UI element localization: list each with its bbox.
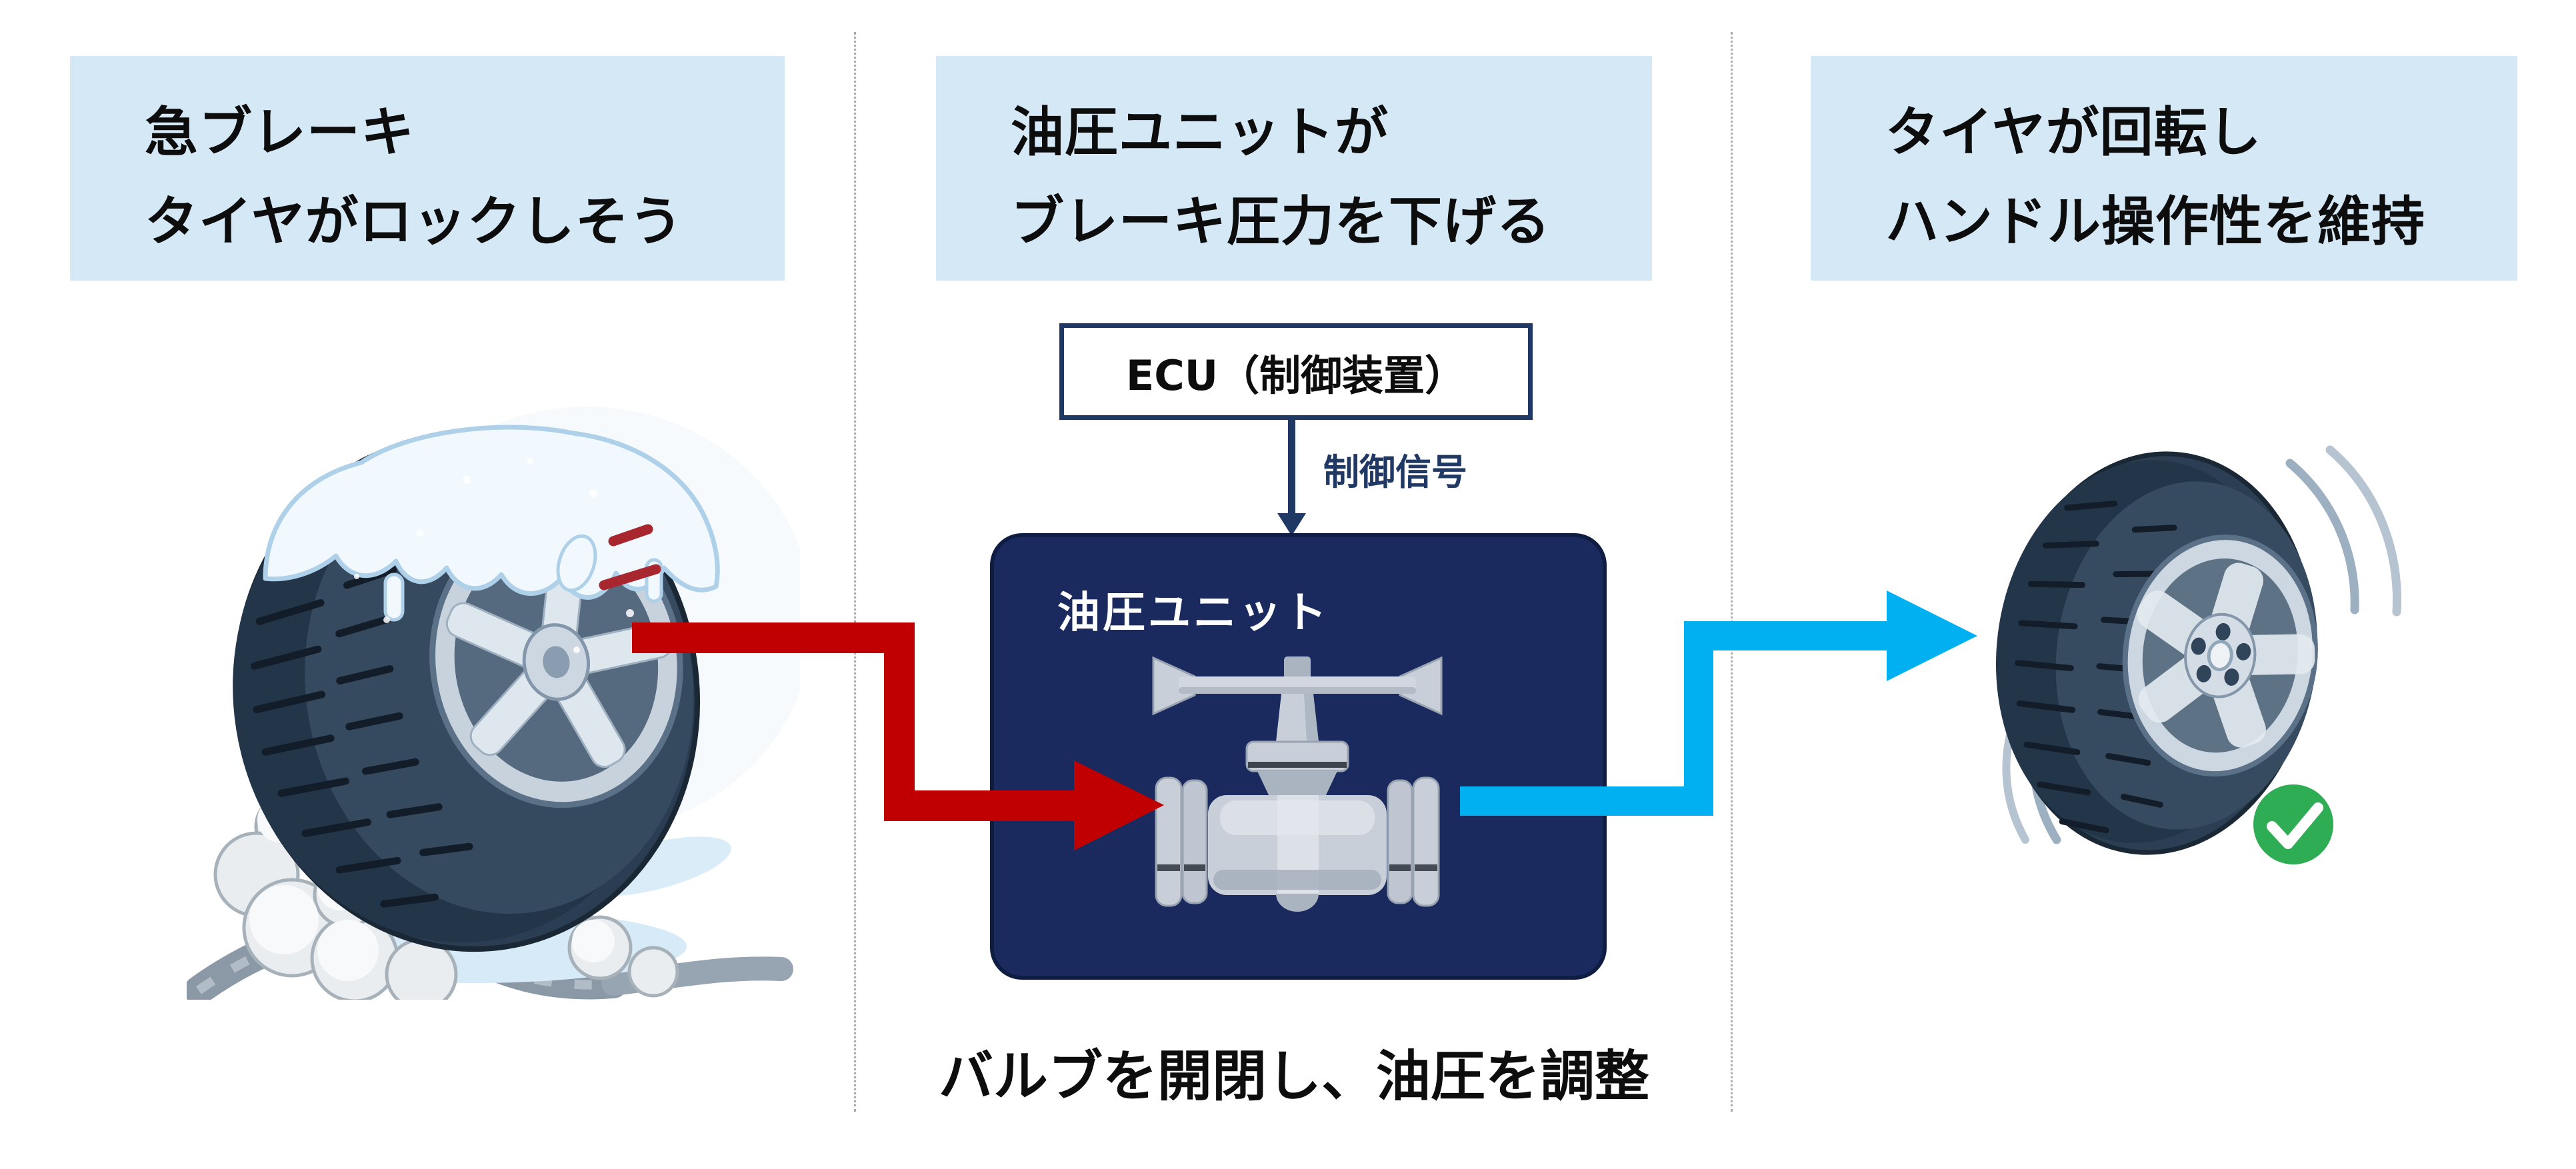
wheel-rim <box>429 516 683 808</box>
header-step-1-line-2: タイヤがロックしそう <box>145 191 683 253</box>
ecu-box: ECU（制御装置） <box>1059 323 1533 420</box>
column-divider-left <box>854 32 856 1112</box>
valve-handle <box>1152 656 1443 716</box>
header-step-2: 油圧ユニットが ブレーキ圧力を下げる <box>936 56 1652 281</box>
valve-icon <box>1152 656 1443 912</box>
header-step-3: タイヤが回転し ハンドル操作性を維持 <box>1811 56 2517 281</box>
lock-alert-marks-icon <box>599 524 661 590</box>
tire <box>1995 451 2318 855</box>
lug-holes <box>2191 622 2251 686</box>
hydraulic-unit-label: 油圧ユニット <box>1057 588 1329 638</box>
check-circle-icon <box>2253 784 2333 864</box>
wheel-rim <box>2122 535 2318 777</box>
column-divider-right <box>1731 32 1733 1112</box>
header-step-1: 急ブレーキ タイヤがロックしそう <box>70 56 785 281</box>
valve-caption: バルブを開閉し、油圧を調整 <box>938 1045 1649 1108</box>
header-step-2-line-2: ブレーキ圧力を下げる <box>1011 191 1551 253</box>
header-step-2-line-1: 油圧ユニットが <box>1011 101 1389 163</box>
brake-pressure-out-arrow-icon <box>1460 590 1977 816</box>
control-signal-arrow-icon <box>1277 417 1306 536</box>
brake-pressure-in-arrow-icon <box>632 622 1164 850</box>
valve-body <box>1208 795 1387 912</box>
locked-tire-illustration <box>187 407 800 1000</box>
control-signal-label: 制御信号 <box>1323 451 1467 493</box>
ecu-label: ECU（制御装置） <box>1125 351 1467 400</box>
valve-flanges <box>1155 776 1440 907</box>
valve-stem <box>1245 694 1349 796</box>
snow-sparkles <box>354 458 634 653</box>
header-step-1-line-1: 急ブレーキ <box>145 101 415 163</box>
tread-grooves <box>2015 501 2177 834</box>
rotating-tire-illustration <box>1995 445 2401 864</box>
header-step-3-line-2: ハンドル操作性を維持 <box>1885 191 2425 253</box>
header-step-3-line-1: タイヤが回転し <box>1885 101 2262 163</box>
